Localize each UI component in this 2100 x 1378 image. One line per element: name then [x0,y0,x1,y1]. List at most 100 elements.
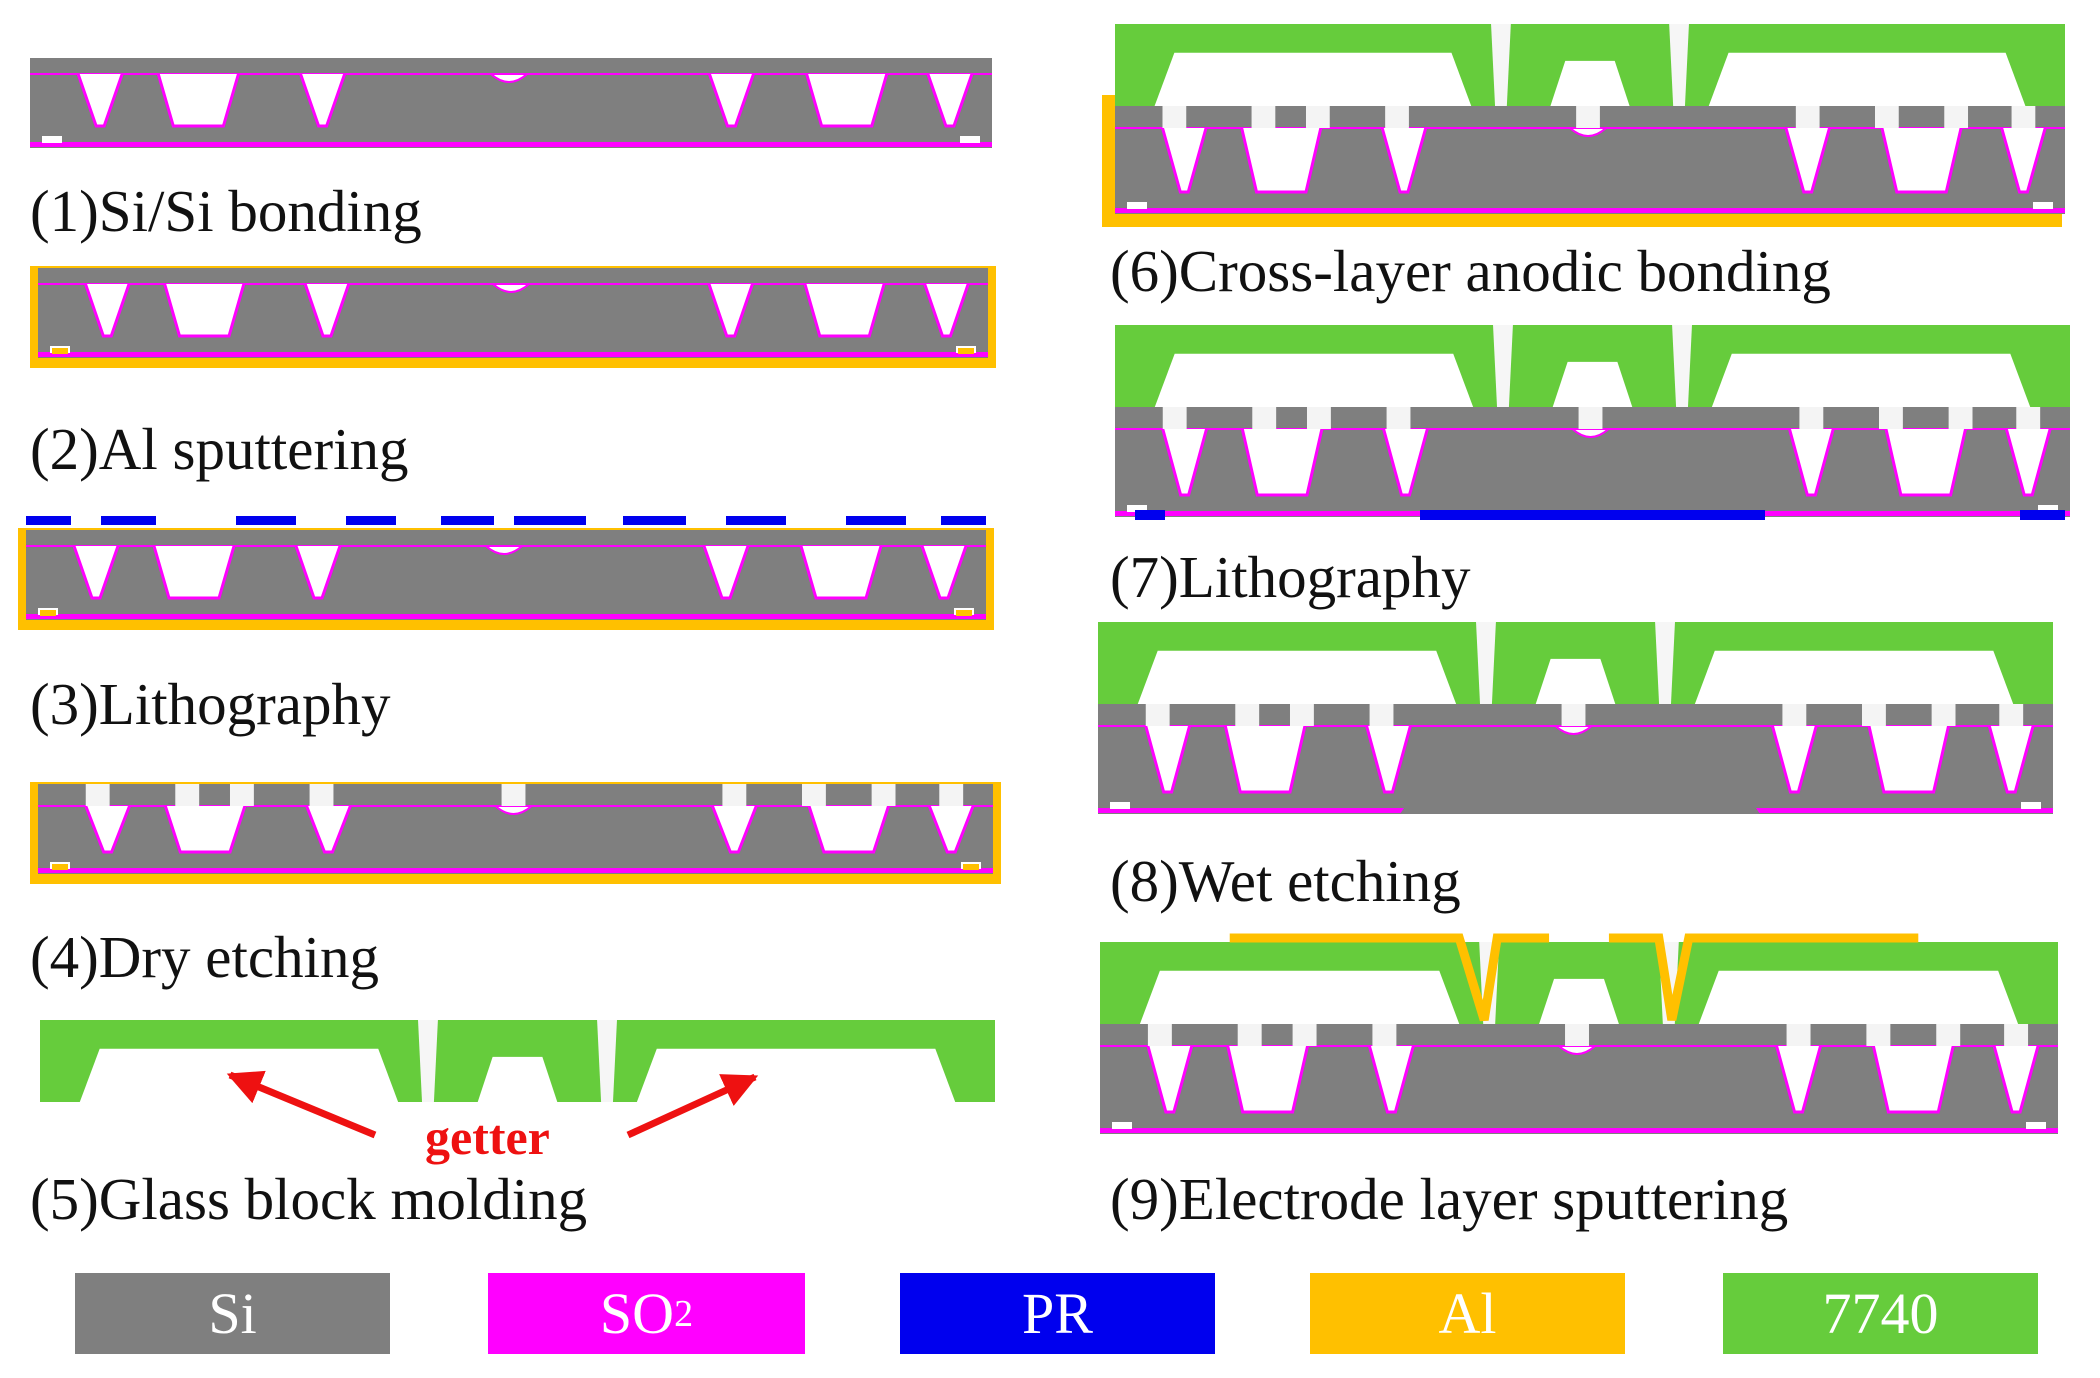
step-9-structure [1100,933,2058,1134]
cavity [1989,726,2034,792]
notch [1110,802,1130,809]
getter-arrows [226,1070,759,1139]
notch [1112,1122,1132,1129]
etched-trench [1931,704,1956,726]
cavity-oxide [805,73,889,128]
cavity [924,284,969,336]
etched-trench [1786,1024,1811,1046]
cavity [1369,1046,1414,1112]
etched-trench [722,784,747,806]
cavity-oxide [1788,428,1835,497]
etched-trench [1576,106,1600,128]
cavity-oxide [2000,127,2047,194]
etched-trench [1162,106,1187,128]
etched-trench [1875,106,1899,128]
cavity-oxide [920,545,968,600]
cavity [305,284,349,336]
via-hole [1672,325,1692,407]
cavity [85,284,130,336]
al-pad [40,610,56,616]
cavity [154,546,234,598]
getter-cavity [1708,52,2026,106]
getter-annotation: getter [425,1109,550,1165]
etched-trench [1999,704,2024,726]
photoresist [1135,510,1165,520]
etched-trench [1944,106,1969,128]
etched-trench [1565,1024,1589,1046]
step-2-structure [30,266,996,368]
getter-cavity [1698,970,2019,1024]
cavity-oxide [1226,1045,1310,1114]
al-pad [963,864,979,870]
cavity-oxide [76,73,124,128]
bottom-oxide [1115,208,2065,213]
cavity-oxide [1884,428,1968,497]
getter-cavity [1137,650,1457,704]
al-pad [52,348,68,354]
photoresist [941,516,986,525]
cavity [2006,429,2051,495]
cavity [165,806,245,852]
getter-cavity [1154,52,1472,106]
etched-trench [1386,407,1411,429]
cavity [1383,429,1428,495]
via-hole [418,1020,438,1102]
cavity-oxide [803,283,886,338]
cavity [164,284,244,336]
center-dome [490,283,532,293]
cavity [712,806,757,852]
cavity-oxide [1365,725,1412,794]
cavity [804,284,885,336]
getter-arrow-left [226,1070,377,1139]
step-8-caption: (8)Wet etching [1110,848,1461,914]
legend-pr: PR [900,1273,1215,1354]
getter-arrow-right [626,1073,759,1139]
via-hole [597,1020,617,1102]
photoresist [26,516,71,525]
etched-trench [1862,704,1886,726]
etched-trench [1145,704,1170,726]
cavity-oxide [1784,127,1831,194]
via-hole [1655,622,1675,704]
etched-trench [2011,106,2036,128]
etched-trench [1162,407,1187,429]
center-cavity [477,1056,558,1102]
cavity-oxide [163,805,247,854]
cavity [1772,726,1817,792]
cavity-oxide [1144,725,1191,794]
cavity [1366,726,1411,792]
center-dome [483,545,525,555]
photoresist [346,516,396,525]
step-4-caption: (4)Dry etching [30,924,379,990]
via-hole [1476,622,1496,704]
cavity [300,74,345,126]
notch [42,136,62,143]
cavity [709,74,754,126]
etched-trench [1879,407,1903,429]
bottom-oxide [1100,1128,2058,1133]
cavity [929,806,974,852]
step-5-caption: (5)Glass block molding [30,1166,588,1232]
etched-trench [1369,704,1394,726]
cavity-oxide [1223,725,1307,794]
etched-trench [1235,704,1260,726]
al-pad [956,610,972,616]
center-dome [488,73,530,83]
etched-trench [1252,407,1277,429]
cavity-oxide [1161,127,1208,194]
center-cavity [1550,60,1630,106]
step-4-structure [30,782,1001,884]
etched-trench [1866,1024,1891,1046]
bottom-oxide [38,868,993,873]
cavity [1227,1046,1308,1112]
notch [2033,202,2053,209]
etched-trench [1305,106,1330,128]
photoresist [726,516,786,525]
notch [2026,1122,2046,1129]
etched-trench [1385,106,1409,128]
etched-trench [1292,1024,1317,1046]
cavity-oxide [1771,725,1818,794]
center-cavity [1552,361,1633,407]
via-hole [1669,24,1689,106]
